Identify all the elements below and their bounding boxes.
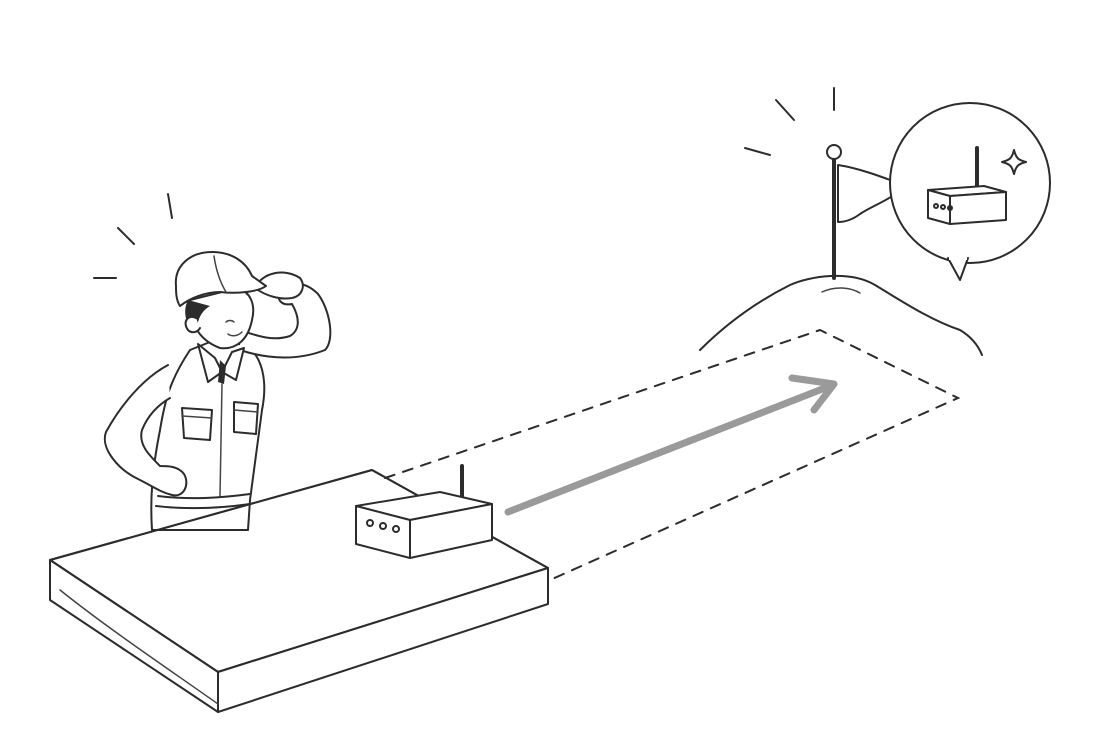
speech-bubble — [889, 102, 1051, 281]
table-slab — [49, 469, 549, 713]
wifi-router-icon — [355, 464, 493, 559]
sparkle-icon — [1001, 149, 1027, 175]
emphasis-lines-worker — [93, 193, 173, 279]
coverage-projection — [384, 328, 961, 581]
emphasis-lines-flag — [744, 87, 835, 156]
wifi-router-icon — [927, 146, 1007, 225]
worker-looking-far-icon — [103, 251, 332, 531]
signal-arrow — [504, 374, 838, 516]
goal-flag-icon — [826, 144, 907, 280]
hill — [699, 274, 983, 356]
